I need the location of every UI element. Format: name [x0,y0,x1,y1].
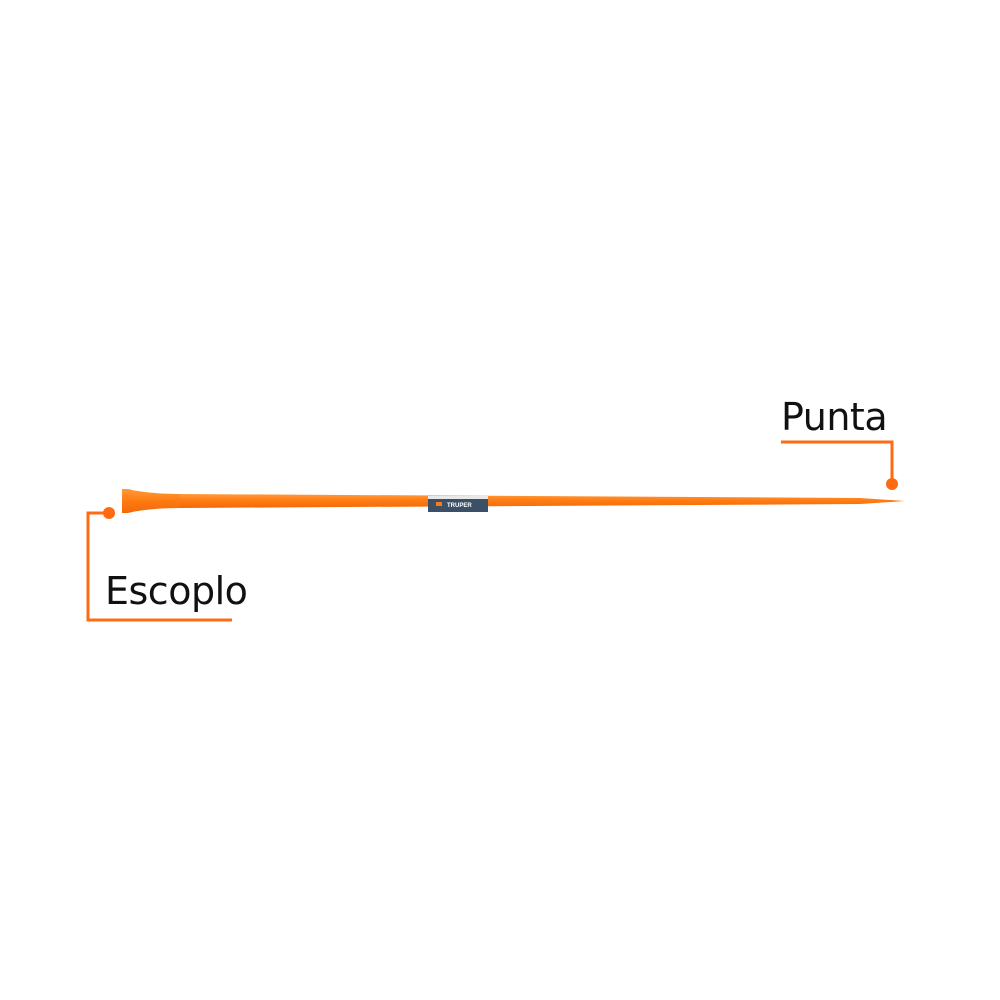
crowbar: TRUPER [122,489,905,513]
truper-label-band [428,496,488,512]
callout-label-punta: Punta [781,395,888,439]
callout-label-escoplo: Escoplo [105,569,248,613]
truper-brand-text: TRUPER [447,503,472,509]
crowbar-shaft [180,494,905,508]
callout-punta-leader [781,440,898,490]
truper-label-top-strip [428,496,488,499]
truper-logo-mark [436,502,442,506]
chisel-end [122,489,182,513]
callout-dot-icon [886,478,898,490]
callout-escoplo-leader [86,507,232,622]
